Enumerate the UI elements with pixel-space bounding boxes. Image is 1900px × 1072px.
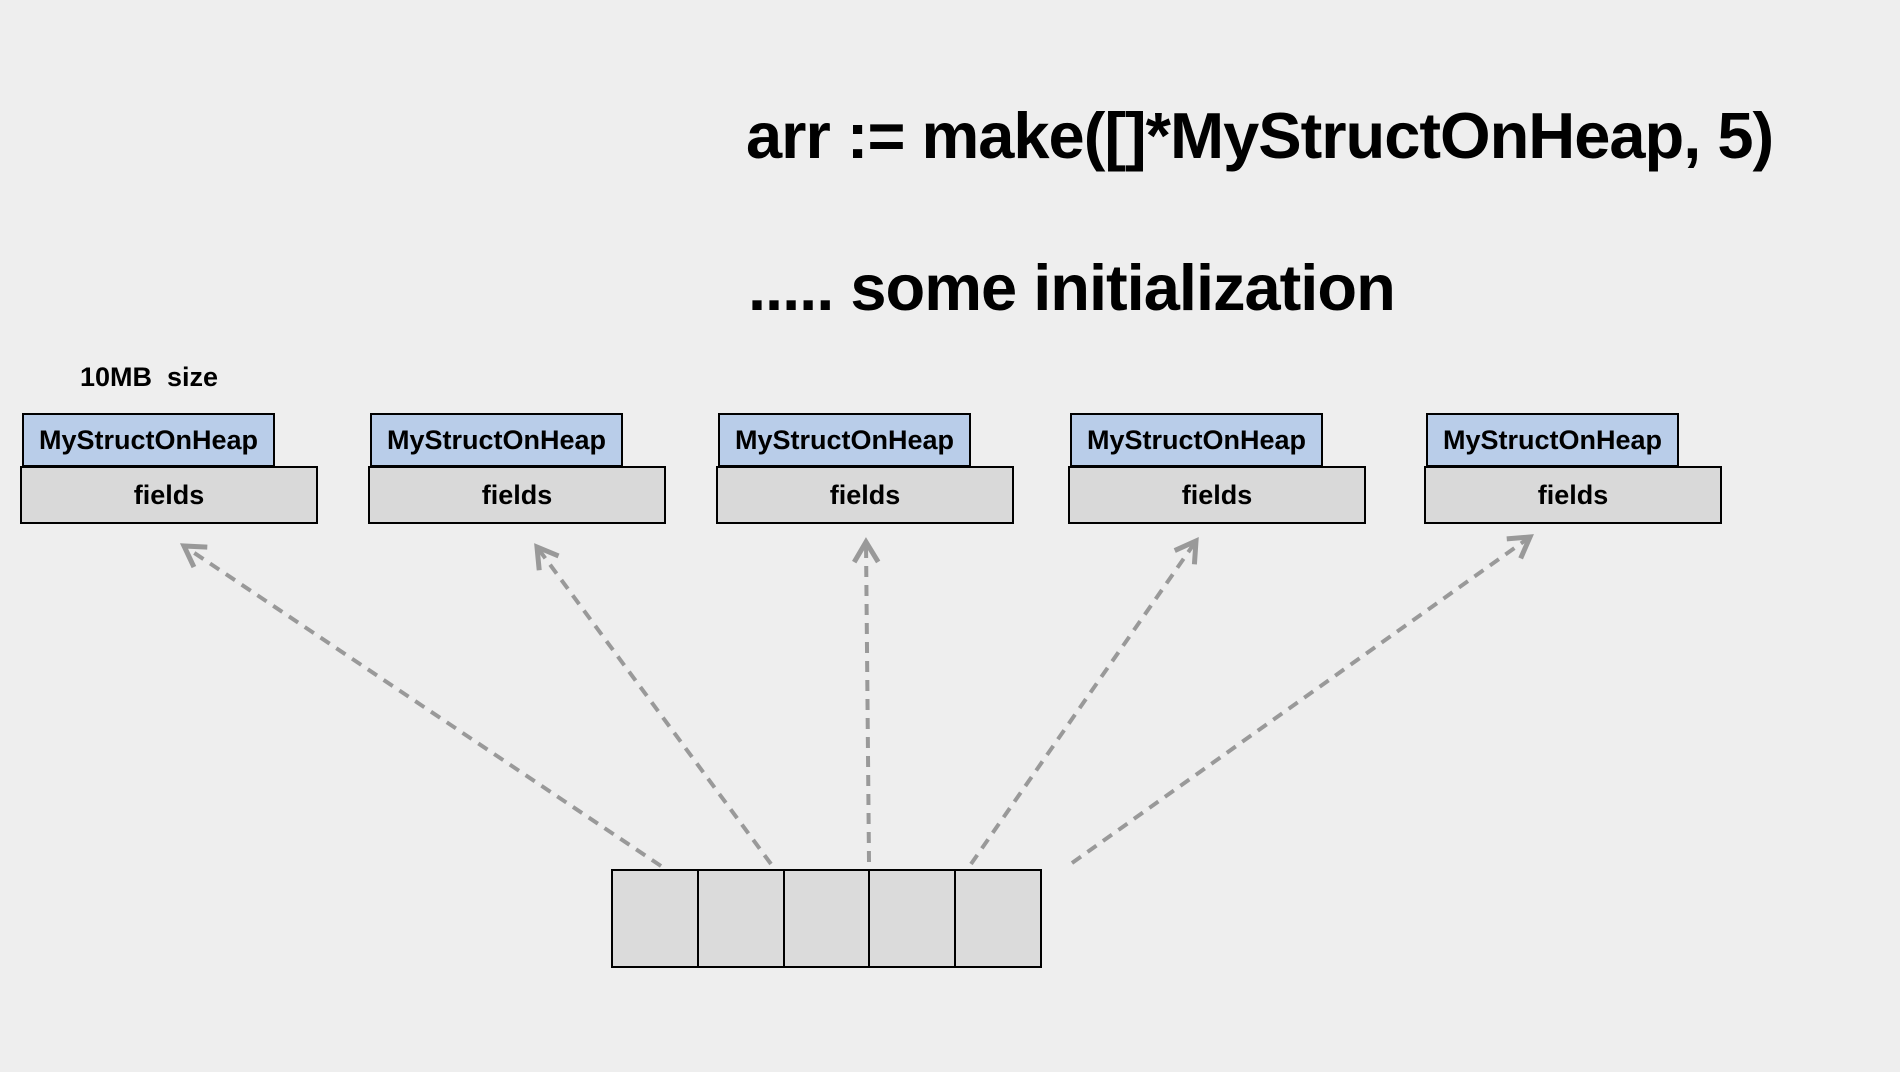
struct-fields: fields <box>716 466 1014 524</box>
pointer-arrow-4 <box>969 537 1199 866</box>
struct-box-2: MyStructOnHeap fields <box>368 413 666 525</box>
struct-box-5: MyStructOnHeap fields <box>1424 413 1722 525</box>
struct-header: MyStructOnHeap <box>718 413 971 467</box>
struct-box-4: MyStructOnHeap fields <box>1068 413 1366 525</box>
struct-box-3: MyStructOnHeap fields <box>716 413 1014 525</box>
heap-size-label: 10MB size <box>80 362 219 392</box>
pointer-arrow-2 <box>534 543 773 866</box>
struct-fields: fields <box>20 466 318 524</box>
struct-header: MyStructOnHeap <box>1070 413 1323 467</box>
struct-header: MyStructOnHeap <box>1426 413 1679 467</box>
slice-cell-4 <box>870 871 957 966</box>
pointer-arrow-3 <box>852 537 881 863</box>
slice-cell-5 <box>956 871 1040 966</box>
pointer-arrow-5 <box>1070 534 1534 865</box>
code-title: arr := make([]*MyStructOnHeap, 5) <box>746 99 1774 172</box>
slice-cell-1 <box>613 871 699 966</box>
code-subtitle: ..... some initialization <box>748 251 1396 324</box>
pointer-arrow-1 <box>179 543 663 868</box>
slice-cell-3 <box>785 871 871 966</box>
slice-array <box>611 869 1042 968</box>
struct-fields: fields <box>1068 466 1366 524</box>
struct-header: MyStructOnHeap <box>370 413 623 467</box>
struct-box-1: MyStructOnHeap fields <box>20 413 318 525</box>
struct-fields: fields <box>1424 466 1722 524</box>
struct-header: MyStructOnHeap <box>22 413 275 467</box>
slice-cell-2 <box>699 871 785 966</box>
struct-fields: fields <box>368 466 666 524</box>
